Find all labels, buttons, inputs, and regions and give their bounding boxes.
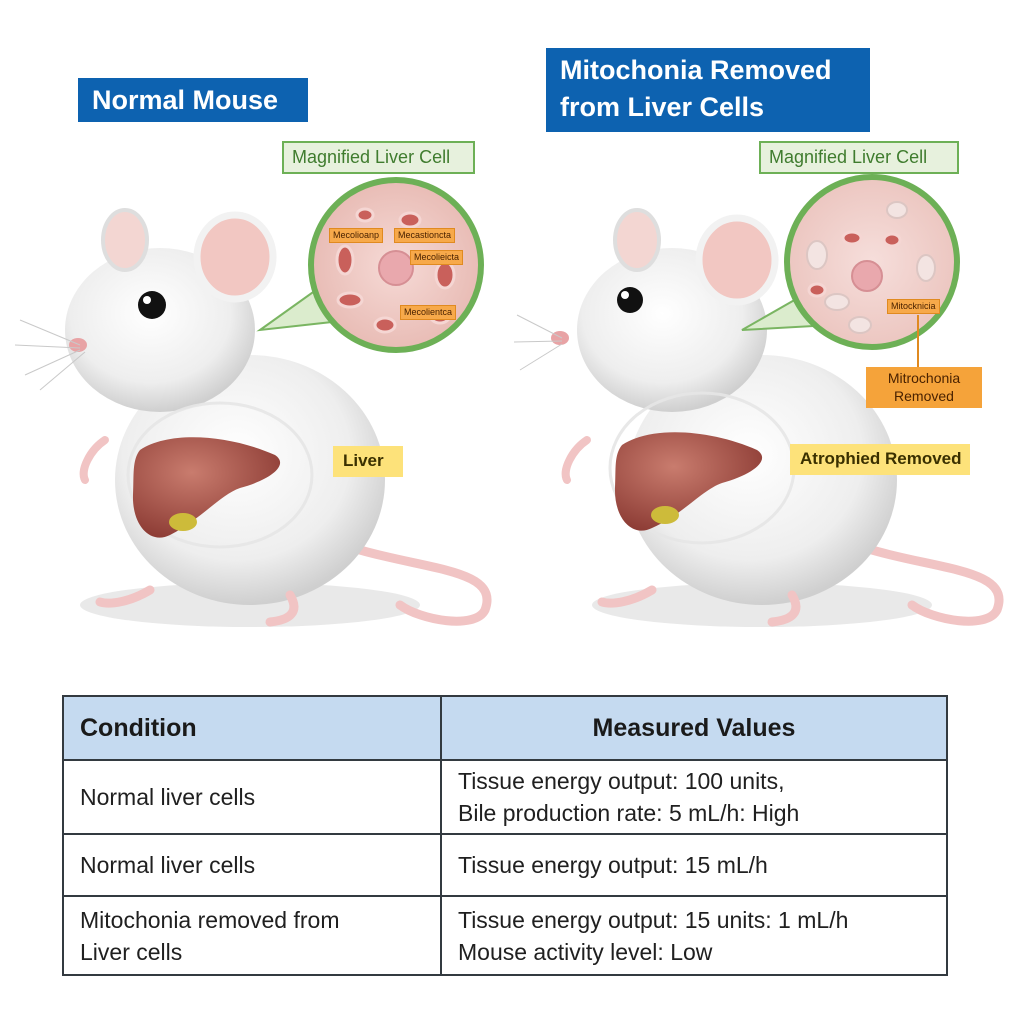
condition-text: Liver cells (80, 938, 183, 965)
mouse-hind-foot (95, 585, 155, 608)
mouse-front-paw (561, 436, 591, 484)
mouse-hind-foot (597, 585, 657, 608)
value-text: Tissue energy output: 15 units: 1 mL/h (458, 906, 849, 933)
gallbladder (169, 513, 197, 531)
magnified-liver-cell-label: Magnified Liver Cell (282, 141, 475, 174)
callout-line-2: Removed (894, 388, 954, 404)
normal-mouse-panel: Normal Mouse Magnified Liver Cell (0, 0, 512, 680)
mouse-tail (867, 545, 1004, 626)
condition-cell: Normal liver cells (62, 833, 442, 897)
cell-tag: Mecolientca (400, 305, 457, 320)
mouse-nose (551, 331, 569, 345)
mouse-ear-back (101, 208, 149, 272)
column-header-measured-values: Measured Values (440, 695, 948, 761)
liver-highlight-ring (126, 401, 314, 549)
cell-nucleus (378, 250, 414, 286)
value-text: Tissue energy output: 15 mL/h (458, 852, 768, 878)
cell-tag: Mecolieicta (410, 250, 464, 265)
measurements-table: Condition Measured Values Normal liver c… (62, 695, 948, 976)
atrophied-removed-label: Atrophied Removed (790, 444, 970, 475)
gallbladder (651, 506, 679, 524)
table-row: Normal liver cells Tissue energy output:… (62, 759, 948, 835)
condition-text: Mitochonia removed from (80, 906, 340, 933)
normal-mouse-illustration (14, 177, 492, 627)
mouse-nose (69, 338, 87, 352)
values-cell: Tissue energy output: 15 mL/h (440, 833, 948, 897)
mouse-tail (355, 545, 492, 626)
mitochondria-removed-title: Mitochonia Removed from Liver Cells (546, 48, 870, 132)
mouse-whiskers (14, 319, 86, 391)
condition-cell: Mitochonia removed from Liver cells (62, 895, 442, 976)
mouse-eye (138, 291, 166, 319)
callout-line-1: Mitrochonia (887, 370, 961, 386)
title-line-2: from Liver Cells (560, 92, 765, 122)
cell-tag: Mecastioncta (394, 228, 456, 243)
table-row: Mitochonia removed from Liver cells Tiss… (62, 895, 948, 976)
mouse-ear (695, 214, 779, 306)
cell-tag: Mecolioanp (329, 228, 384, 243)
mouse-front-paw (79, 436, 109, 484)
liver-label: Liver (333, 446, 403, 477)
table-row: Normal liver cells Tissue energy output:… (62, 833, 948, 897)
condition-cell: Normal liver cells (62, 759, 442, 835)
title-line-1: Mitochonia Removed (560, 55, 832, 85)
empty-vesicles-group (806, 201, 936, 334)
condition-text: Normal liver cells (80, 852, 256, 878)
magnified-liver-cell-label: Magnified Liver Cell (759, 141, 959, 174)
liver-organ (132, 437, 281, 538)
mitochondria-removed-panel: Mitochonia Removed from Liver Cells Magn… (512, 0, 1024, 680)
value-text: Bile production rate: 5 mL/h: High (458, 800, 800, 826)
cell-nucleus (851, 260, 883, 292)
values-cell: Tissue energy output: 15 units: 1 mL/h M… (440, 895, 948, 976)
normal-mouse-title: Normal Mouse (78, 78, 308, 122)
column-header-condition: Condition (62, 695, 442, 761)
values-cell: Tissue energy output: 100 units, Bile pr… (440, 759, 948, 835)
mitochondria-removed-callout: Mitrochonia Removed (866, 367, 982, 408)
mouse-ear (193, 211, 277, 303)
table-header-row: Condition Measured Values (62, 695, 948, 761)
mouse-eye (617, 287, 643, 313)
liver-organ (614, 432, 763, 531)
cell-tag: Mitocknicia (887, 299, 940, 314)
mouse-whiskers (513, 314, 563, 371)
value-text: Mouse activity level: Low (458, 938, 713, 965)
condition-text: Normal liver cells (80, 784, 256, 810)
value-text: Tissue energy output: 100 units, (458, 768, 785, 794)
mouse-ear-back (613, 208, 661, 272)
